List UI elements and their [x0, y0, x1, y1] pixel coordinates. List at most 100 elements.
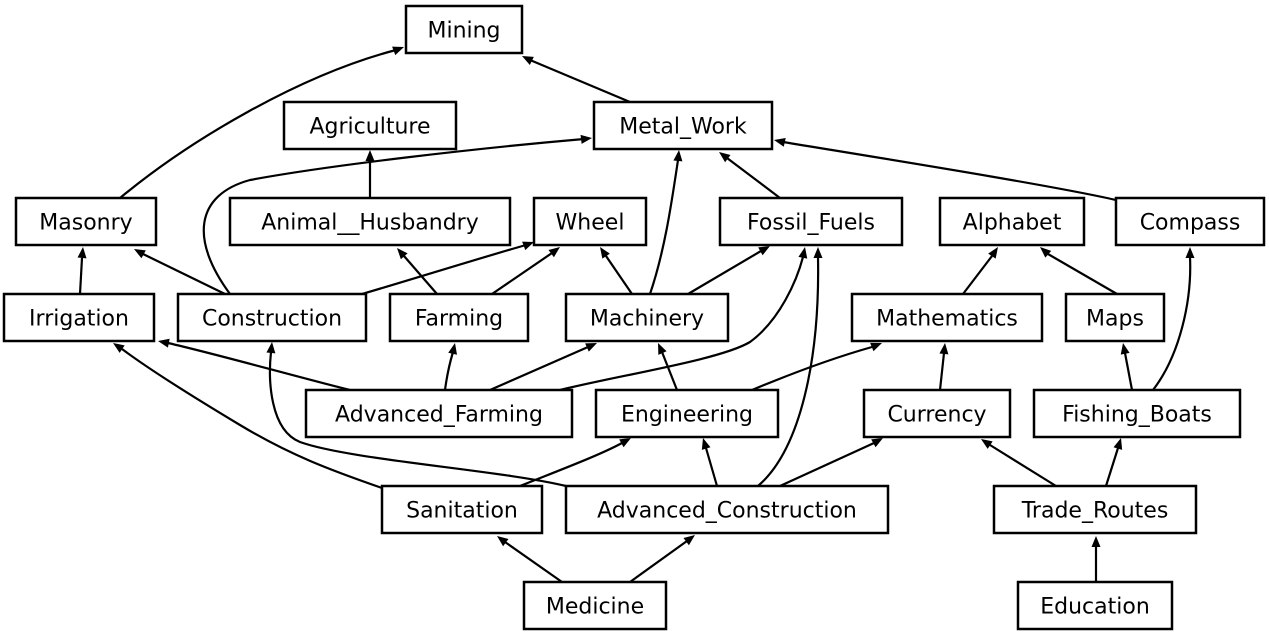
arrowhead-icon [1120, 343, 1130, 355]
arrowhead-icon [1113, 438, 1123, 450]
arrowhead-icon [673, 150, 683, 162]
node-advanced-construction: Advanced_Construction [564, 484, 890, 535]
arrowhead-icon [522, 56, 534, 65]
node-label: Wheel [556, 211, 625, 236]
node-box [1016, 580, 1174, 631]
edge-metal_work-to-mining [522, 56, 631, 104]
edge-line [938, 352, 946, 391]
node-mining: Mining [404, 4, 524, 55]
arrowhead-icon [813, 247, 823, 258]
node-label: Alphabet [963, 211, 1062, 236]
node-box [176, 292, 368, 343]
node-construction: Construction [176, 292, 368, 343]
edge-line [443, 351, 455, 391]
arrowhead-icon [113, 343, 125, 353]
arrowhead-icon [701, 438, 711, 450]
node-advanced-farming: Advanced_Farming [304, 388, 574, 439]
node-box [564, 484, 890, 535]
edge-sanitation-to-irrigation [113, 343, 383, 490]
edge-construction-to-masonry [134, 249, 226, 295]
node-box [532, 196, 648, 247]
arrowhead-icon [365, 150, 375, 161]
node-label: Trade_Routes [1021, 499, 1169, 524]
arrowhead-icon [585, 343, 597, 352]
edge-machinery-to-wheel [600, 247, 633, 295]
node-box [14, 196, 158, 247]
edge-advanced_construction-to-fossil_fuels [757, 247, 823, 487]
node-label: Animal__Husbandry [261, 211, 479, 236]
node-box [388, 292, 530, 343]
edge-machinery-to-metal_work [648, 150, 683, 295]
node-agriculture: Agriculture [282, 100, 458, 151]
node-label: Mining [427, 19, 500, 44]
edge-line [782, 140, 1117, 202]
node-label: Metal_Work [619, 115, 747, 140]
arrowhead-icon [939, 343, 949, 355]
edge-engineering-to-machinery [658, 343, 679, 391]
edge-advanced_farming-to-fossil_fuels [559, 247, 808, 392]
edge-line [989, 444, 1057, 487]
arrowhead-icon [619, 438, 631, 448]
node-label: Agriculture [310, 115, 431, 140]
node-label: Engineering [621, 403, 753, 428]
edge-line [489, 345, 589, 392]
edge-line [142, 253, 226, 295]
edge-line [491, 252, 553, 295]
edge-compass-to-metal_work [774, 137, 1117, 202]
node-label: Farming [415, 307, 503, 332]
edge-line [1047, 253, 1118, 295]
node-box [380, 484, 544, 535]
node-irrigation: Irrigation [2, 292, 156, 343]
node-label: Machinery [590, 307, 704, 332]
edge-line [757, 256, 820, 487]
edge-fishing_boats-to-maps [1120, 343, 1134, 391]
arrowhead-icon [981, 439, 993, 449]
node-fossil-fuels: Fossil_Fuels [718, 196, 904, 247]
node-mathematics: Mathematics [850, 292, 1044, 343]
node-box [1114, 196, 1266, 247]
node-label: Advanced_Farming [335, 403, 543, 428]
node-box [564, 292, 730, 343]
node-box [592, 100, 774, 151]
edge-line [202, 137, 585, 295]
node-label: Compass [1140, 211, 1241, 236]
node-metal-work: Metal_Work [592, 100, 774, 151]
node-label: Advanced_Construction [597, 499, 857, 524]
arrowhead-icon [988, 247, 998, 259]
node-label: Fishing_Boats [1062, 403, 1212, 428]
node-box [850, 292, 1044, 343]
arrowhead-icon [448, 343, 458, 355]
node-label: Fossil_Fuels [747, 211, 875, 236]
edge-irrigation-to-masonry [77, 247, 87, 295]
edge-line [648, 159, 680, 295]
edge-animal_husbandry-to-agriculture [365, 150, 375, 198]
edge-line [504, 541, 563, 583]
edge-machinery-to-fossil_fuels [687, 246, 770, 295]
edge-line [1123, 352, 1134, 391]
node-box [718, 196, 904, 247]
edges-layer [77, 46, 1195, 583]
node-label: Construction [202, 307, 342, 332]
edge-line [660, 351, 679, 391]
arrowhead-icon [798, 247, 808, 259]
edge-education-to-trade_routes [1091, 536, 1101, 582]
arrowhead-icon [580, 134, 592, 144]
arrowhead-icon [266, 342, 276, 354]
edge-trade_routes-to-currency [981, 439, 1057, 487]
node-label: Education [1040, 595, 1150, 620]
arrowhead-icon [1185, 247, 1195, 258]
edge-masonry-to-mining [119, 46, 404, 199]
arrowhead-icon [522, 241, 534, 251]
node-box [1064, 292, 1166, 343]
arrowhead-icon [870, 342, 882, 352]
arrowhead-icon [871, 438, 883, 448]
node-currency: Currency [862, 388, 1012, 439]
node-box [404, 4, 524, 55]
node-farming: Farming [388, 292, 530, 343]
node-label: Mathematics [876, 307, 1018, 332]
edge-engineering-to-mathematics [751, 342, 882, 392]
arrowhead-icon [658, 343, 667, 355]
node-box [594, 388, 780, 439]
edge-trade_routes-to-fishing_boats [1104, 438, 1123, 487]
